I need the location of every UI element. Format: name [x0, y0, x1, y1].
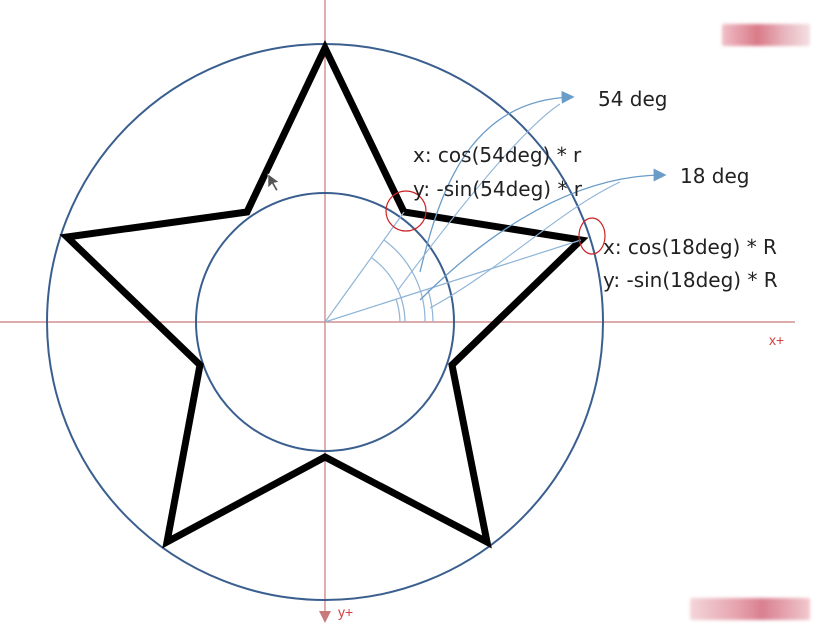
inner-radius-line: [324, 211, 405, 323]
angle-arc-54-outer: [383, 239, 426, 323]
angle-arc-18-outer: [427, 289, 434, 323]
inner-vertex-highlight: [385, 190, 427, 232]
angle-arc-54-inner: [371, 257, 406, 323]
inner-point-y-formula: y: -sin(54deg) * r: [413, 177, 583, 201]
y-axis-arrow-icon: [319, 611, 331, 623]
outer-radius-line: [324, 239, 582, 323]
watermark-top-right: [722, 24, 810, 46]
y-axis-label: y+: [338, 604, 354, 620]
x-axis-label: x+: [769, 332, 785, 348]
angle-18-label: 18 deg: [680, 164, 750, 188]
callout-arrow-54-b: [397, 103, 561, 291]
star-outline: [59, 39, 589, 549]
outer-vertex-highlight: [578, 217, 606, 255]
cursor-icon: [267, 173, 280, 192]
angle-arc-18-inner: [395, 298, 401, 323]
outer-point-y-formula: y: -sin(18deg) * R: [603, 268, 778, 292]
outer-point-x-formula: x: cos(18deg) * R: [603, 235, 777, 259]
inner-circle: [195, 192, 455, 452]
inner-point-x-formula: x: cos(54deg) * r: [413, 143, 582, 167]
callout-arrow-18-b: [429, 181, 621, 309]
callout-arrow-18: [419, 168, 667, 301]
callout-arrow-54: [419, 90, 575, 273]
watermark-bottom-right: [690, 598, 810, 620]
angle-54-label: 54 deg: [598, 87, 668, 111]
